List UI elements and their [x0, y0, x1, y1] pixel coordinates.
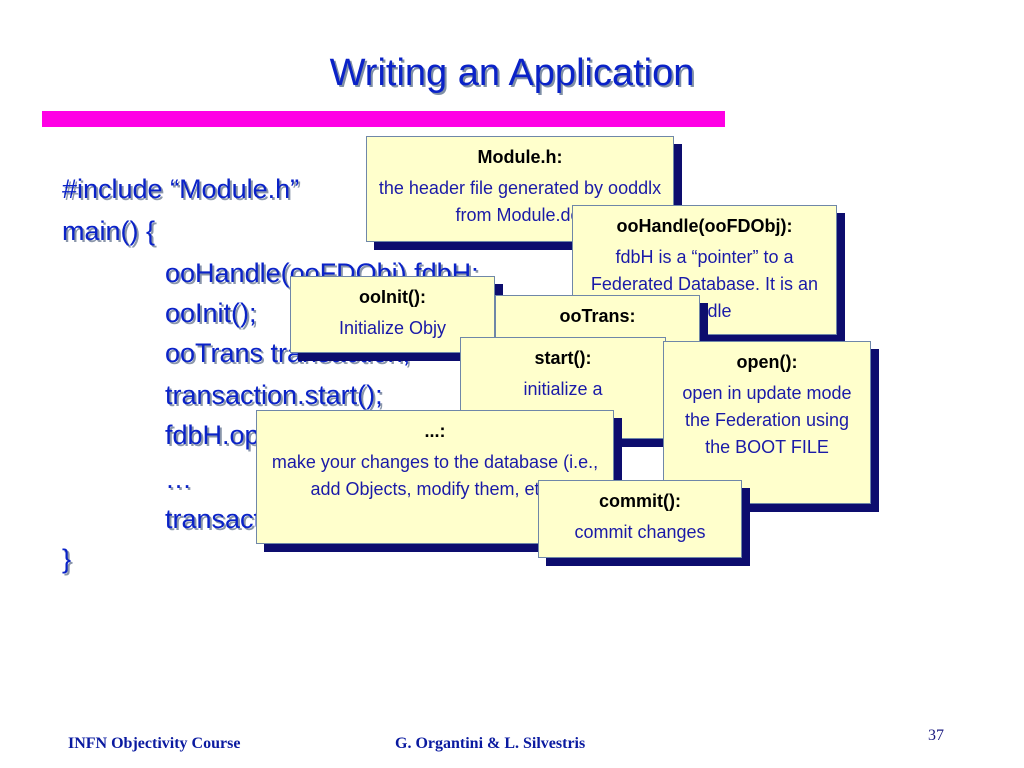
callout-commit-body: commit changes — [574, 522, 706, 543]
slide-title: Writing an Application — [329, 52, 695, 94]
callout-open-heading: open(): — [736, 352, 798, 372]
callout-ellipsis: ...: make your changes to the database (… — [256, 410, 614, 544]
callout-ellipsis-body: make your changes to the database (i.e.,… — [271, 452, 599, 500]
code-line-init: ooInit(); — [165, 298, 257, 328]
callout-oohandle: ooHandle(ooFDObj): fdbH is a “pointer” t… — [572, 205, 837, 335]
callout-ooinit-body: Initialize Objy — [338, 318, 447, 339]
code-line-close-brace: } — [62, 544, 72, 574]
callout-start-body: initialize a — [523, 379, 603, 400]
callout-commit-heading: commit(): — [599, 491, 681, 511]
callout-start-heading: start(): — [534, 348, 592, 368]
title-underline — [42, 111, 725, 127]
callout-ootrans-heading: ooTrans: — [559, 306, 636, 326]
callout-module-body: the header file generated by ooddlx from… — [378, 178, 662, 226]
callout-commit: commit(): commit changes — [538, 480, 742, 558]
callout-ooinit: ooInit(): Initialize Objy — [290, 276, 495, 353]
code-line-ellipsis: … — [165, 464, 192, 494]
callout-ellipsis-heading: ...: — [424, 421, 446, 441]
callout-oohandle-body: fdbH is a “pointer” to a Federated Datab… — [590, 247, 819, 322]
footer-course: INFN Objectivity Course — [68, 735, 241, 752]
code-line-main: main() { — [62, 216, 156, 246]
callout-module-heading: Module.h: — [477, 147, 563, 167]
callout-oohandle-heading: ooHandle(ooFDObj): — [616, 216, 793, 236]
footer-authors: G. Organtini & L. Silvestris — [395, 735, 586, 752]
callout-open: open(): open in update mode the Federati… — [663, 341, 871, 504]
code-line-include: #include “Module.h” — [62, 174, 300, 204]
callout-ooinit-heading: ooInit(): — [359, 287, 426, 307]
code-line-start: transaction.start(); — [165, 380, 383, 410]
page-number: 37 — [928, 727, 944, 744]
callout-open-body: open in update mode the Federation using… — [682, 383, 852, 458]
